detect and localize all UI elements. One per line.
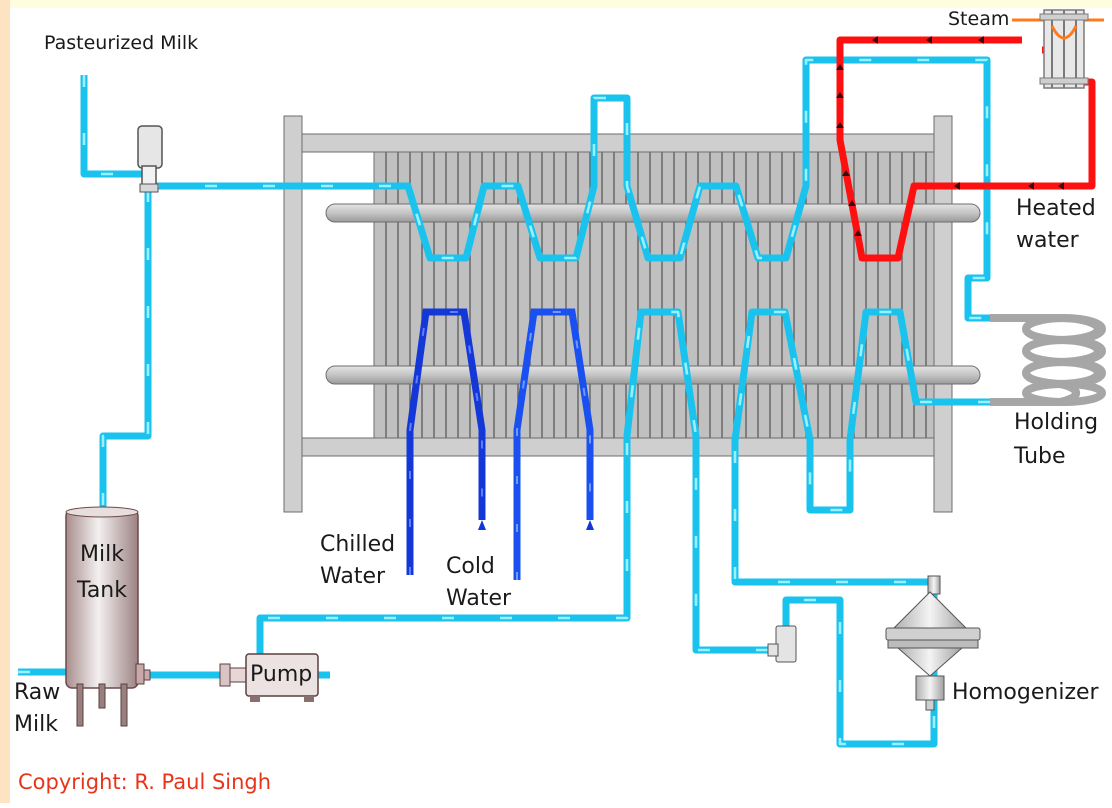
bottom-rail [299,437,941,457]
chilled-water-label-line2: Water [320,564,386,589]
homogenizer-label: Homogenizer [952,680,1099,705]
raw-milk-label-line2: Milk [14,712,58,737]
steam-label: Steam [948,8,1010,30]
copyright-notice: Copyright: R. Paul Singh [18,770,272,794]
milk-piping [18,56,991,748]
milk-tank [65,506,151,727]
cold-water-label-line2: Water [446,586,512,611]
pump [219,653,319,702]
holding-tube-coil [990,314,1106,406]
cold-water-label-line1: Cold [446,554,495,579]
top-band [0,0,1112,8]
raw-milk-label-line1: Raw [14,680,61,705]
milk-tank-label-line1: Milk [80,542,124,567]
right-end-frame [933,115,953,513]
heated-water-label-line2: water [1016,228,1079,253]
lower-tie-bar [325,365,981,385]
pump-label: Pump [250,662,313,687]
homogenizer [885,575,981,711]
milk-tank-label-line2: Tank [77,578,127,603]
holding-tube-label-line1: Holding [1014,410,1099,435]
chilled-water-label-line1: Chilled [320,532,396,557]
holding-tube-label-line2: Tube [1014,444,1066,469]
upper-tie-bar [325,203,981,223]
water-cooling-loops [406,308,594,580]
inline-valve [767,625,797,663]
left-end-frame [283,115,303,513]
steam-heater [1012,9,1104,89]
pasteurized-milk-label: Pasteurized Milk [44,32,199,54]
heated-water-label-line1: Heated [1016,196,1096,221]
left-band [0,0,10,803]
flow-diversion-valve [137,125,163,193]
